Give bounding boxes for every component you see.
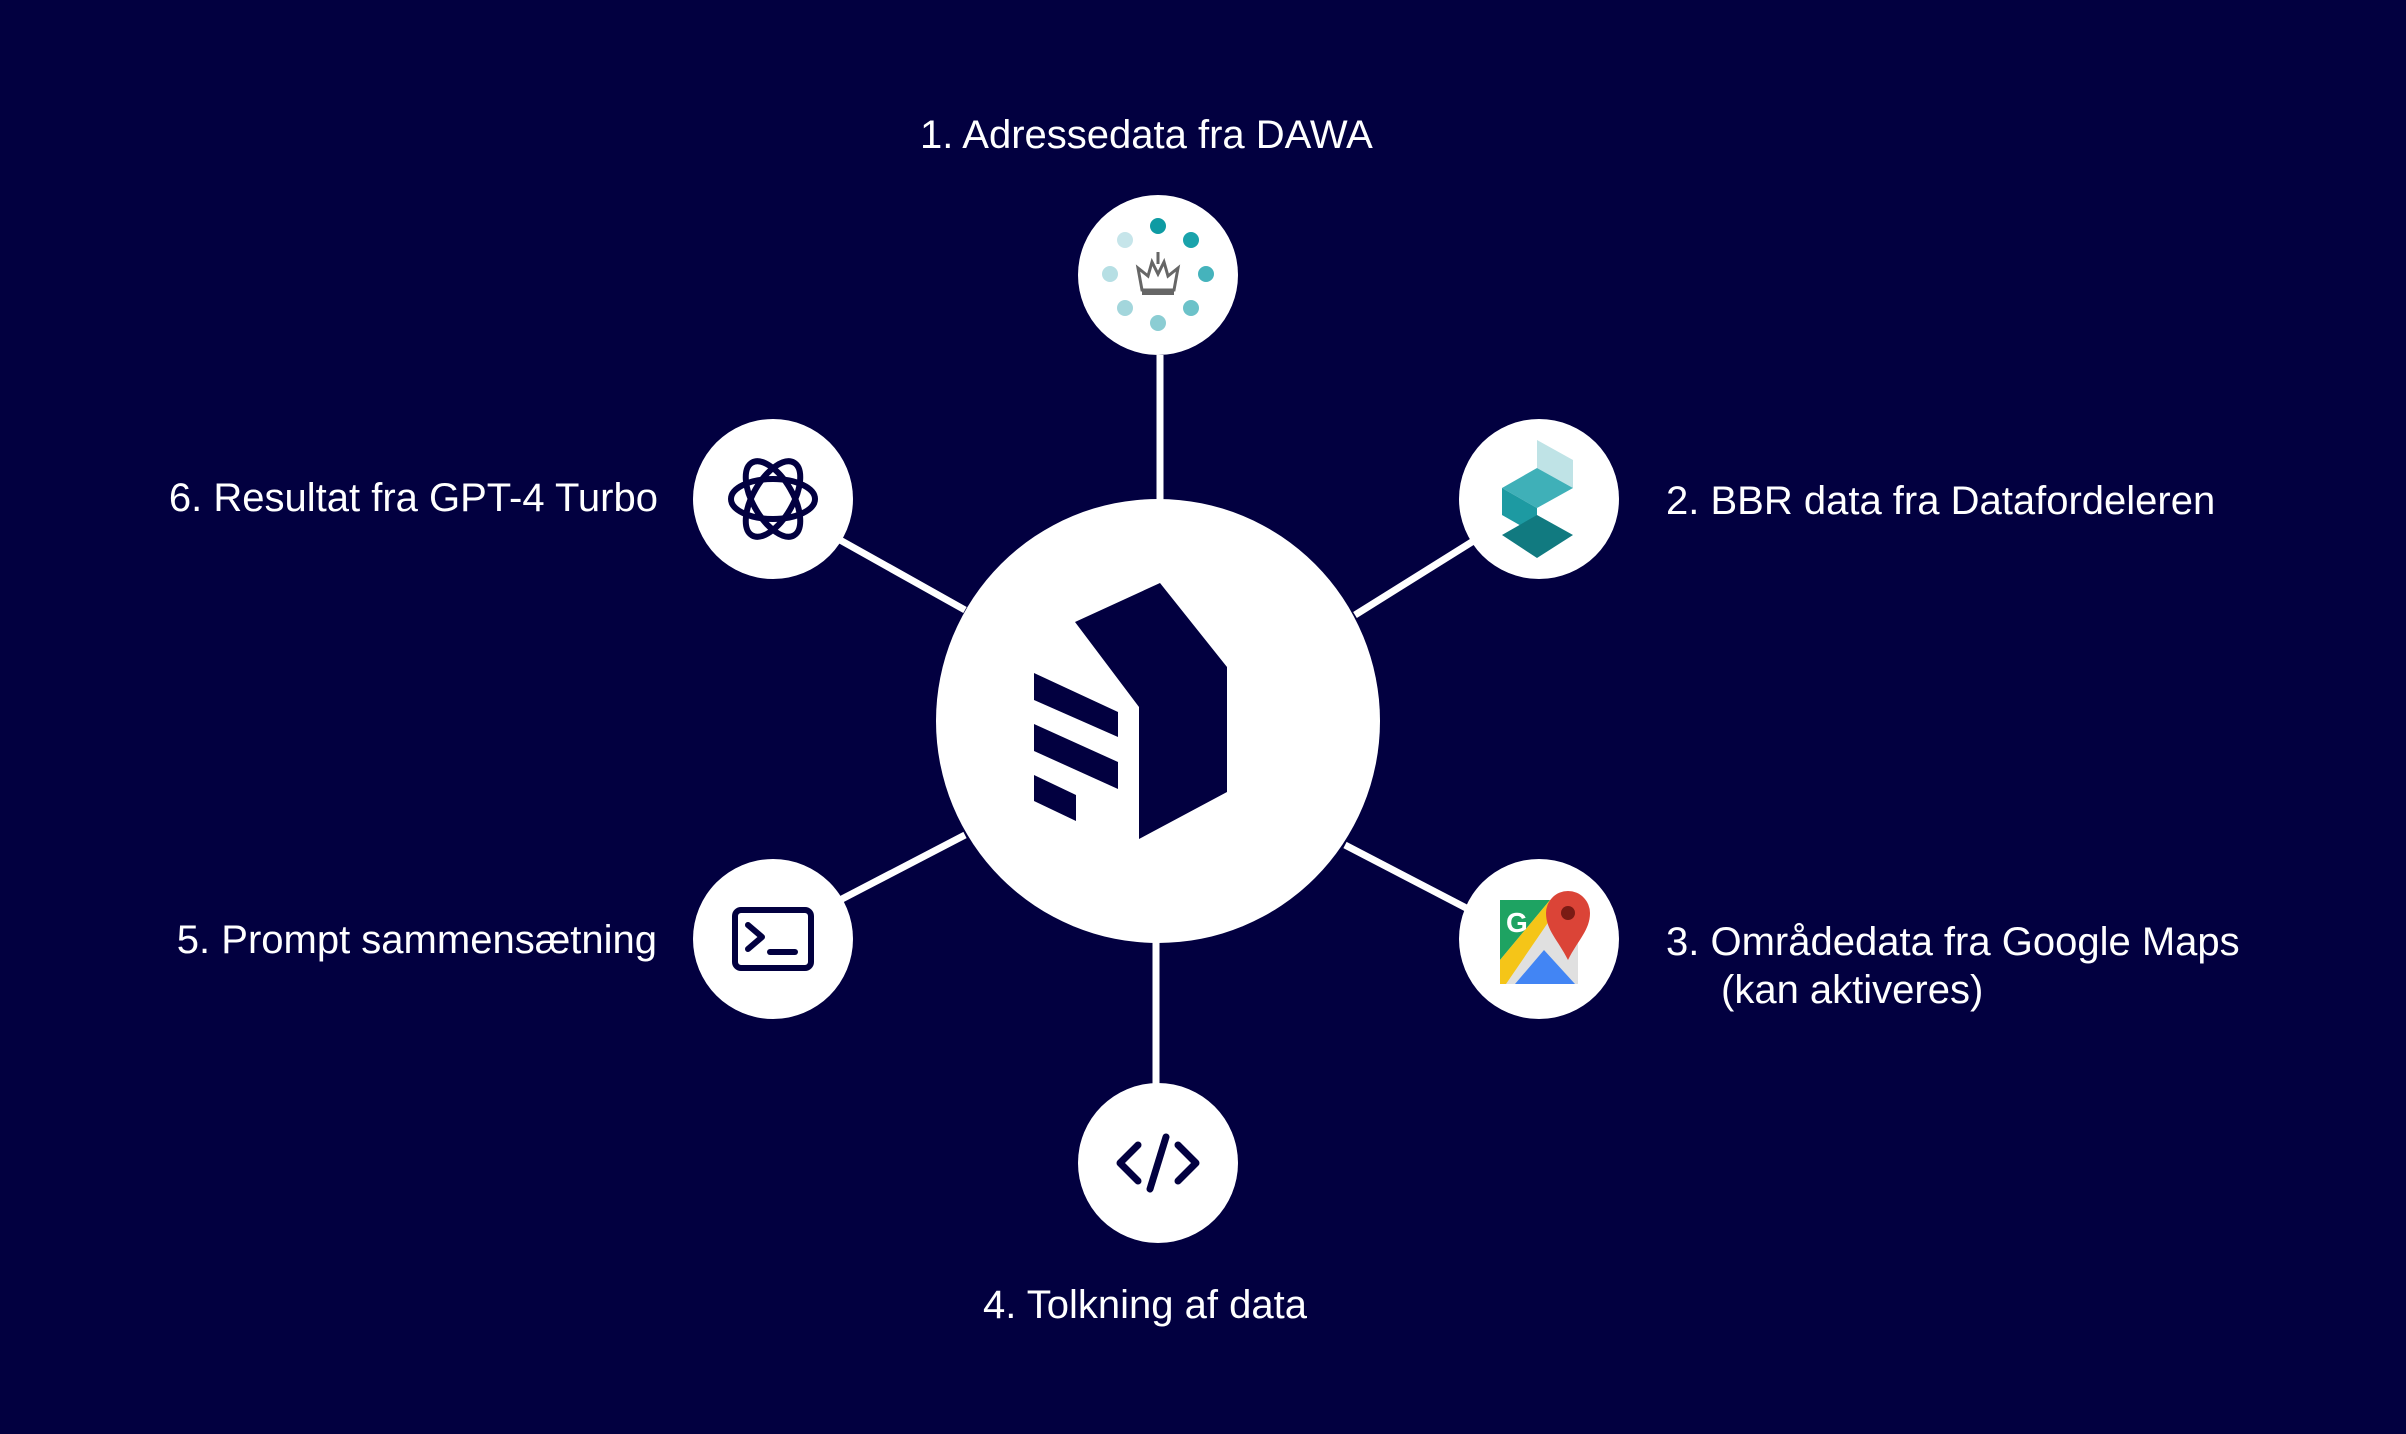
node-google-maps: G	[1459, 859, 1619, 1019]
connector-6	[838, 536, 967, 614]
connector-2	[1353, 537, 1477, 618]
datafordeler-icon	[1502, 440, 1573, 558]
node-bbr	[1459, 419, 1619, 579]
node-label-code: 4. Tolkning af data	[983, 1283, 1307, 1327]
node-dawa	[1078, 195, 1238, 355]
connector-lines	[838, 355, 1477, 1085]
node-label-dawa: 1. Adressedata fra DAWA	[920, 113, 1373, 157]
openai-icon	[728, 458, 818, 540]
node-code	[1078, 1083, 1238, 1243]
connector-3	[1343, 841, 1472, 914]
node-label-google-maps: 3. Områdedata fra Google Maps	[1666, 920, 2240, 964]
center-node	[936, 499, 1380, 943]
google-maps-icon: G	[1500, 891, 1590, 984]
node-terminal	[693, 859, 853, 1019]
svg-text:G: G	[1506, 907, 1528, 938]
node-sublabel-google-maps: (kan aktiveres)	[1721, 968, 1984, 1012]
terminal-icon	[732, 907, 814, 971]
crown-dots-icon	[1102, 218, 1214, 331]
building-logo-icon	[1034, 583, 1227, 839]
node-label-bbr: 2. BBR data fra Datafordeleren	[1666, 479, 2216, 523]
node-openai	[693, 419, 853, 579]
code-icon	[1116, 1133, 1200, 1193]
node-label-terminal: 5. Prompt sammensætning	[176, 918, 657, 962]
node-label-openai: 6. Resultat fra GPT-4 Turbo	[168, 476, 658, 520]
connector-5	[838, 831, 967, 904]
